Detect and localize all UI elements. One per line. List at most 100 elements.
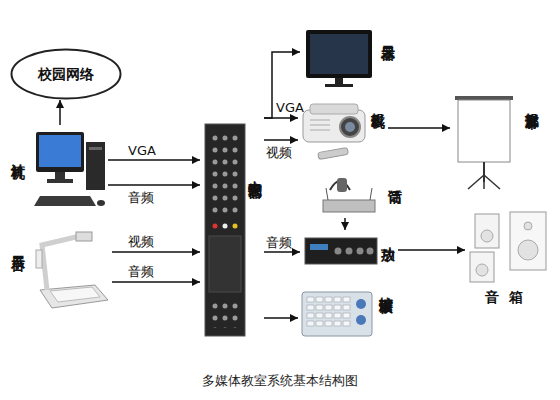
keyboard: [34, 196, 96, 206]
projector-body: [303, 110, 365, 142]
projector-lens: [340, 117, 360, 137]
node-label: 按键面板: [378, 286, 393, 290]
speakers-illustration: [470, 212, 546, 282]
amplifier-knob: [346, 248, 353, 255]
speaker-small: [475, 214, 499, 248]
presenter-plate: [50, 287, 100, 302]
screen-illustration: [455, 96, 513, 189]
controller-illustration: [205, 124, 245, 336]
jack-yellow: [233, 224, 238, 229]
speaker-large: [510, 212, 546, 270]
node-label: 功放: [380, 236, 395, 238]
speaker-cone: [476, 264, 488, 276]
presenter-arm: [42, 236, 80, 290]
controller-jacks-lower: [212, 300, 238, 328]
mic-transmitter: [337, 178, 347, 192]
mic-receiver: [323, 200, 375, 212]
amplifier-illustration: [305, 238, 377, 264]
signal-label: 音频: [128, 189, 154, 207]
signal-arrow: [344, 218, 346, 230]
pc-tower: [86, 142, 105, 190]
signal-label: VGA: [276, 100, 304, 115]
drive-bay: [89, 147, 102, 150]
device-node: 计算机: [8, 125, 108, 213]
presenter-light: [36, 250, 42, 268]
antenna: [370, 188, 372, 200]
antenna: [326, 188, 328, 200]
presenter-camera: [76, 232, 92, 241]
node-label: 投影机: [370, 102, 385, 105]
device-node: 中央控制器: [200, 120, 264, 340]
controller-jacks: [210, 134, 240, 218]
presenter-illustration: [36, 232, 108, 308]
amplifier-knob: [367, 248, 374, 255]
signal-label: VGA: [128, 143, 156, 158]
amplifier-knob: [357, 248, 364, 255]
screen-bar: [455, 96, 513, 100]
device-node: 音箱: [465, 206, 553, 310]
monitor-base: [47, 179, 73, 183]
device-node: 功放: [300, 230, 398, 272]
keypanel-illustration: [302, 292, 372, 336]
projector-vents: [310, 120, 330, 130]
monitor-frame: [36, 132, 84, 172]
speaker-cone: [481, 230, 493, 242]
controller-rack: [205, 124, 245, 336]
keypanel-button: [356, 299, 366, 309]
figure-caption: 多媒体教室系统基本结构图: [0, 372, 560, 390]
signal-arrow: [112, 281, 200, 283]
device-node: 话筒: [315, 166, 403, 218]
signal-arrow: [264, 139, 298, 141]
jack-red: [213, 224, 218, 229]
node-label: 中央控制器: [247, 170, 262, 175]
microphone-illustration: [323, 178, 375, 212]
display-screen: [310, 34, 368, 74]
signal-arrow: [112, 251, 200, 253]
node-label: 话筒: [387, 178, 402, 180]
speaker-small: [470, 252, 494, 282]
device-node: 投影机: [298, 92, 388, 162]
signal-arrow: [264, 317, 298, 319]
device-node: 展示台: [8, 226, 112, 314]
tripod-legs: [468, 175, 500, 189]
presenter-base: [40, 285, 108, 308]
signal-arrow: [388, 127, 450, 129]
projector-glass: [345, 122, 355, 132]
signal-label: 音频: [266, 234, 292, 252]
speaker-tweeter: [524, 222, 532, 230]
projector-top: [310, 104, 358, 114]
display-frame: [306, 30, 372, 78]
signal-label: 视频: [266, 144, 292, 162]
projector-illustration: [303, 104, 365, 160]
keypanel-body: [302, 292, 372, 336]
node-label: 计算机: [10, 153, 25, 156]
device-node: 投影屏幕: [450, 92, 542, 188]
keypanel-button: [356, 315, 366, 325]
computer-illustration: [34, 132, 105, 206]
signal-arrow: [59, 100, 61, 125]
display-base: [325, 84, 353, 87]
signal-arrow: [264, 251, 300, 253]
amplifier-display: [310, 244, 328, 250]
signal-label: 视频: [128, 233, 154, 251]
mouse: [97, 200, 105, 206]
node-label: 显示器: [380, 34, 395, 37]
device-node: 显示器: [300, 26, 398, 90]
keypanel-keys: [306, 296, 351, 328]
display-illustration: [306, 30, 372, 87]
signal-label: 音频: [128, 263, 154, 281]
amplifier-body: [305, 238, 377, 264]
speaker-cone: [518, 240, 538, 260]
node-label: 投影屏幕: [524, 102, 539, 106]
jack-white: [223, 224, 228, 229]
screen-surface: [458, 100, 510, 162]
controller-panel: [209, 236, 241, 292]
node-label: 音箱: [485, 290, 533, 305]
signal-arrow: [264, 117, 298, 119]
signal-arrow: [108, 159, 200, 161]
node-label: 校园网络: [10, 48, 122, 100]
signal-arrow: [108, 184, 200, 186]
monitor-stand: [55, 172, 65, 180]
signal-arrow: [398, 249, 465, 251]
display-stand: [335, 78, 343, 84]
